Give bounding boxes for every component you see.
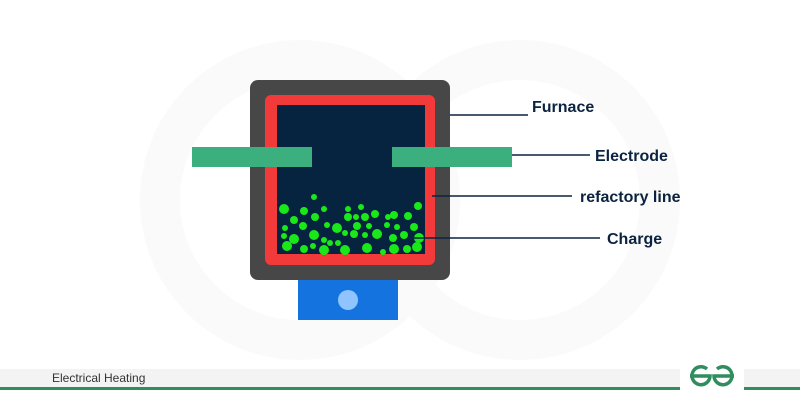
charge-particle xyxy=(389,244,399,254)
charge-particle xyxy=(299,222,307,230)
charge-particle xyxy=(394,224,400,230)
charge-particle xyxy=(362,232,368,238)
charge-particle xyxy=(309,230,319,240)
label-refractory: refactory line xyxy=(580,189,681,206)
charge-particle xyxy=(389,234,397,242)
gfg-logo xyxy=(680,362,744,394)
charge-particle xyxy=(342,230,348,236)
electrode-right xyxy=(392,147,512,167)
charge-particle xyxy=(282,241,292,251)
label-furnace: Furnace xyxy=(532,99,594,116)
charge-particle xyxy=(310,243,316,249)
charge-particle xyxy=(400,231,408,239)
charge-particle xyxy=(327,240,333,246)
charge-particle xyxy=(321,237,327,243)
charge-particle xyxy=(353,214,359,220)
charge-particle xyxy=(324,222,330,228)
charge-particle xyxy=(300,245,308,253)
charge-particle xyxy=(282,225,288,231)
charge-particle xyxy=(321,206,327,212)
footer-caption: Electrical Heating xyxy=(52,371,146,385)
charge-particle xyxy=(403,245,411,253)
charge-particle xyxy=(300,207,308,215)
charge-particle xyxy=(404,212,412,220)
charge-particle xyxy=(335,240,341,246)
charge-particle xyxy=(358,204,364,210)
electrode-left xyxy=(192,147,312,167)
charge-particle xyxy=(340,245,350,255)
charge-particle xyxy=(362,243,372,253)
gfg-logo-icon xyxy=(690,364,734,387)
charge-particle xyxy=(410,223,418,231)
charge-particle xyxy=(353,222,361,230)
charge-particle xyxy=(290,216,298,224)
charge-particle xyxy=(372,229,382,239)
charge-particle xyxy=(345,206,351,212)
charge-particle xyxy=(279,204,289,214)
charge-particle xyxy=(361,213,369,221)
charge-particle xyxy=(366,223,372,229)
charge-particle xyxy=(412,242,422,252)
charge-particle xyxy=(319,245,329,255)
charge-particle xyxy=(311,194,317,200)
charge-particle xyxy=(350,230,358,238)
charge-particle xyxy=(390,211,398,219)
charge-particle xyxy=(311,213,319,221)
charge-particles xyxy=(279,194,424,255)
charge-particle xyxy=(414,202,422,210)
charge-particle xyxy=(371,210,379,218)
base-indicator xyxy=(338,290,358,310)
footer-bar: Electrical Heating xyxy=(0,369,800,390)
charge-particle xyxy=(289,234,299,244)
charge-particle xyxy=(281,233,287,239)
label-electrode: Electrode xyxy=(595,148,668,165)
charge-particle xyxy=(380,249,386,255)
charge-particle xyxy=(384,222,390,228)
label-charge: Charge xyxy=(607,231,662,248)
charge-particle xyxy=(332,223,342,233)
charge-particle xyxy=(385,214,391,220)
charge-particle xyxy=(344,213,352,221)
